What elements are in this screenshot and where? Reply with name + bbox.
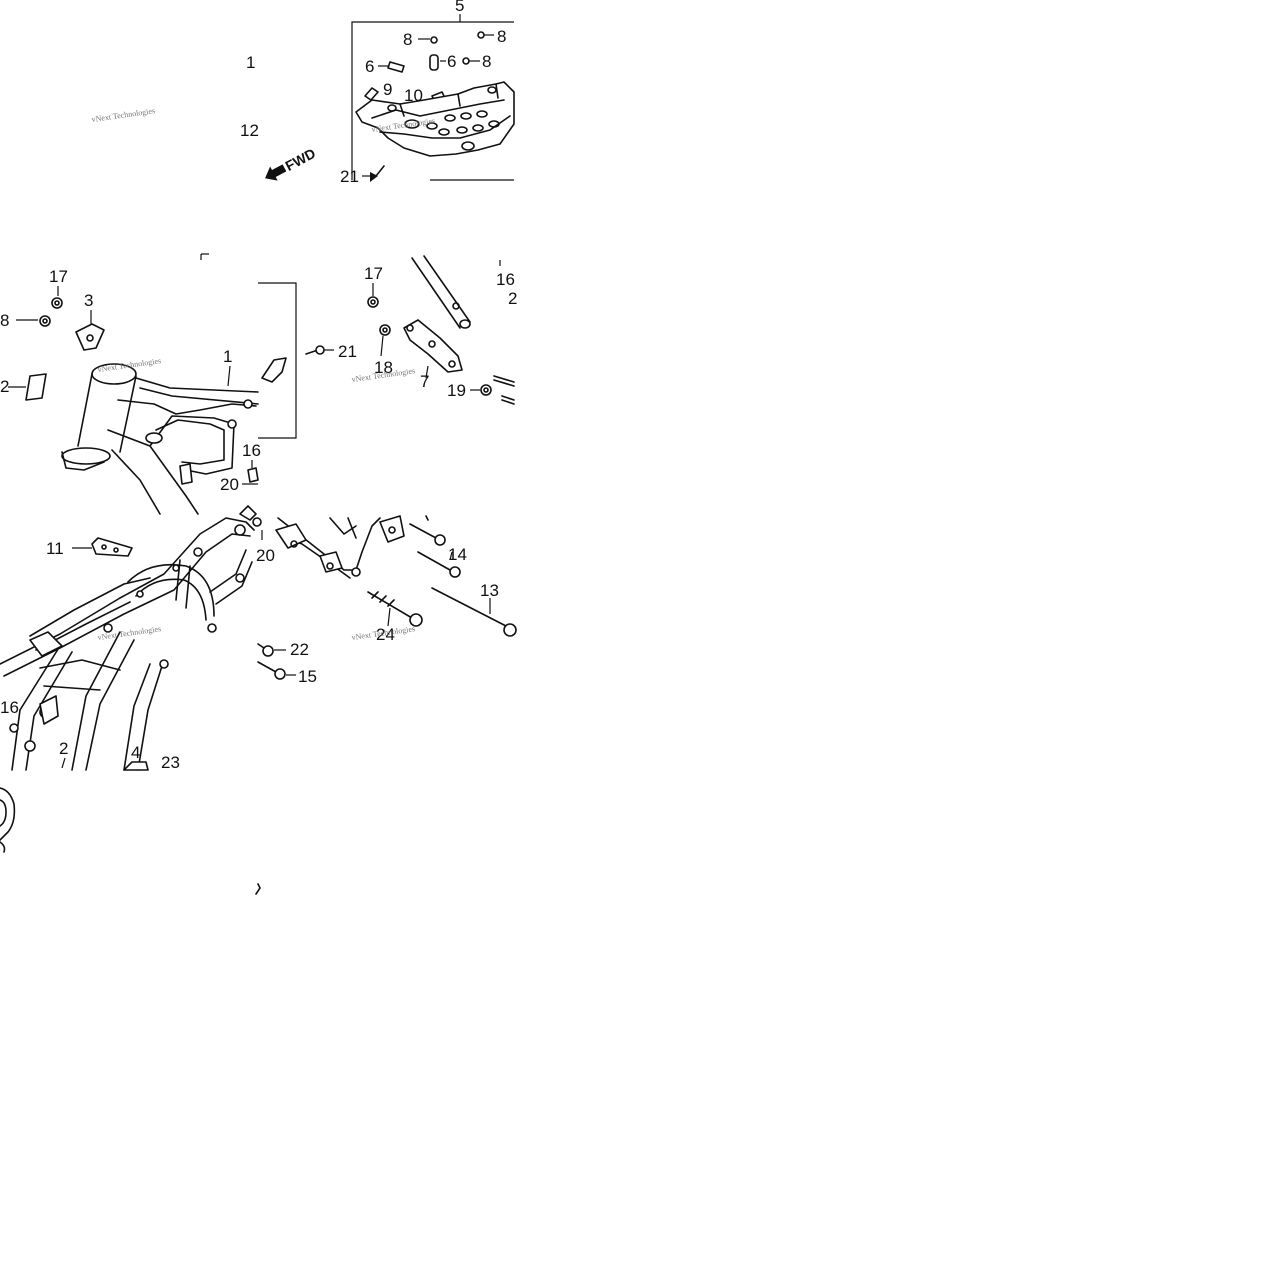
- callout-17-b: 17: [364, 264, 383, 283]
- callout-16-b: 16: [496, 270, 515, 289]
- callout-14: 14: [448, 545, 467, 564]
- callout-24: 24: [376, 625, 395, 644]
- callout-2-edge: 2: [508, 289, 517, 308]
- watermark-text: vNext Technologies: [91, 106, 156, 124]
- callout-9: 9: [383, 80, 392, 99]
- callout-2: 2: [59, 739, 68, 758]
- callout-2-partial: 2: [0, 377, 9, 396]
- callout-19: 19: [447, 381, 466, 400]
- callout-16-a: 16: [242, 441, 261, 460]
- callout-16-c: 16: [0, 698, 19, 717]
- fwd-label: FWD: [282, 145, 318, 174]
- callout-1: 1: [223, 347, 232, 366]
- callout-8-c: 8: [482, 52, 491, 71]
- tile-bolts: 14 13 24 vNext Technologies 22 15: [257, 515, 517, 686]
- callout-5: 5: [455, 0, 464, 15]
- tile-frame-rear: 11 vNext Technologies: [0, 505, 275, 772]
- tile-bottom-partial: [0, 787, 261, 895]
- callout-8-a: 8: [403, 30, 412, 49]
- tile-skid-plate: 5 8 8 6 6 8 9 10: [340, 0, 515, 186]
- callout-21-b: 21: [338, 342, 357, 361]
- fwd-arrow-icon: FWD: [265, 145, 318, 181]
- callout-15: 15: [298, 667, 317, 686]
- callout-6-a: 6: [365, 57, 374, 76]
- callout-12: 12: [240, 121, 259, 140]
- tile-top-left: vNext Technologies 1 12 FWD: [91, 53, 318, 181]
- callout-20-b: 20: [256, 546, 275, 565]
- tile-brackets: 21 17 18 7 vNext Technologies 16 2 19: [258, 255, 517, 439]
- callout-20-a: 20: [220, 475, 239, 494]
- callout-4: 4: [131, 743, 140, 762]
- callout-23: 23: [161, 753, 180, 772]
- callout-22: 22: [290, 640, 309, 659]
- callout-11: 11: [46, 539, 64, 558]
- callout-8-b: 8: [497, 27, 506, 46]
- callout-8-d: 8: [0, 311, 9, 330]
- callout-partial-1: 1: [246, 53, 255, 72]
- callout-3: 3: [84, 291, 93, 310]
- callout-13: 13: [480, 581, 499, 600]
- callout-6-b: 6: [447, 52, 456, 71]
- tile-frame-front: 17 3 8 2 1 vNext Technologies 16: [0, 253, 261, 515]
- callout-17-a: 17: [49, 267, 68, 286]
- callout-21-a: 21: [340, 167, 359, 186]
- callout-7: 7: [420, 372, 429, 391]
- callout-18: 18: [374, 358, 393, 377]
